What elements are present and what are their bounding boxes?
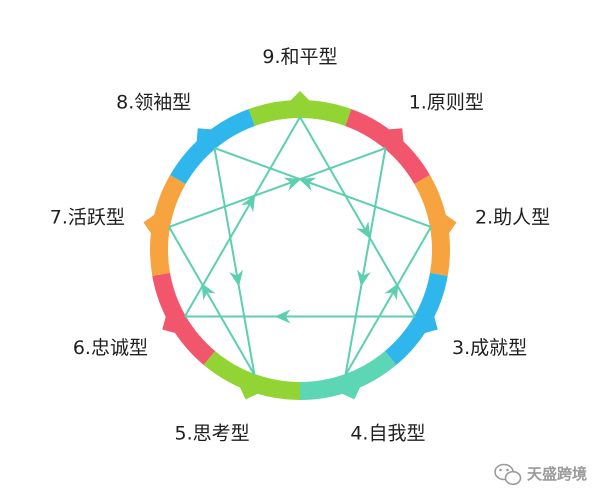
arrow-4-2 (384, 283, 399, 301)
ring-notch-9 (289, 91, 311, 102)
type-label-7: 7.活跃型 (50, 206, 125, 228)
line-8-5 (213, 147, 256, 376)
ring-segment-6 (152, 272, 216, 365)
line-1-4 (344, 147, 387, 376)
type-label-2: 2.助人型 (475, 206, 550, 228)
line-9-3 (299, 116, 417, 317)
ring-notch-5 (239, 386, 259, 400)
ring-segment-8 (170, 109, 255, 184)
type-label-3: 3.成就型 (452, 337, 527, 359)
ring-segment-5 (203, 351, 300, 400)
watermark: 天盛跨境 (494, 463, 587, 486)
line-5-7 (168, 226, 256, 376)
ring-notch-6 (162, 315, 177, 334)
ring-notch-3 (423, 315, 438, 334)
ring-segment-7 (150, 175, 186, 277)
wechat-icon (494, 463, 522, 486)
ring-notch-1 (387, 128, 404, 143)
type-label-9: 9.和平型 (262, 46, 337, 68)
line-4-2 (344, 226, 432, 376)
ring-segment-9 (248, 100, 352, 126)
enneagram-ring (143, 91, 457, 400)
ring-notch-7 (143, 213, 156, 235)
ring-notch-2 (444, 213, 457, 235)
arrow-7-1 (283, 177, 302, 191)
arrow-1-4 (356, 269, 371, 287)
type-label-1: 1.原则型 (409, 91, 484, 113)
type-label-4: 4.自我型 (350, 422, 425, 444)
type-label-8: 8.领袖型 (116, 91, 191, 113)
type-label-6: 6.忠诚型 (73, 337, 148, 359)
type-label-5: 5.思考型 (175, 422, 250, 444)
arrow-2-8 (298, 177, 317, 191)
arrow-6-9 (241, 194, 256, 213)
line-7-1 (168, 147, 386, 228)
line-2-8 (214, 147, 432, 228)
connection-lines (168, 116, 432, 376)
arrow-3-6 (274, 309, 291, 324)
watermark-text: 天盛跨境 (527, 465, 587, 483)
arrow-8-5 (229, 269, 244, 287)
ring-segment-2 (414, 175, 450, 277)
arrow-9-3 (356, 221, 371, 239)
ring-segment-3 (384, 272, 448, 365)
ring-notch-8 (196, 128, 213, 143)
line-6-9 (183, 116, 301, 318)
type-labels: 1.原则型 2.助人型 3.成就型 4.自我型 5.思考型 6.忠诚型 7.活跃型 8.领袖型… (50, 46, 550, 444)
arrow-5-7 (201, 283, 216, 301)
ring-notch-4 (341, 386, 361, 400)
ring-segment-1 (345, 109, 430, 184)
ring-segment-4 (300, 351, 397, 400)
